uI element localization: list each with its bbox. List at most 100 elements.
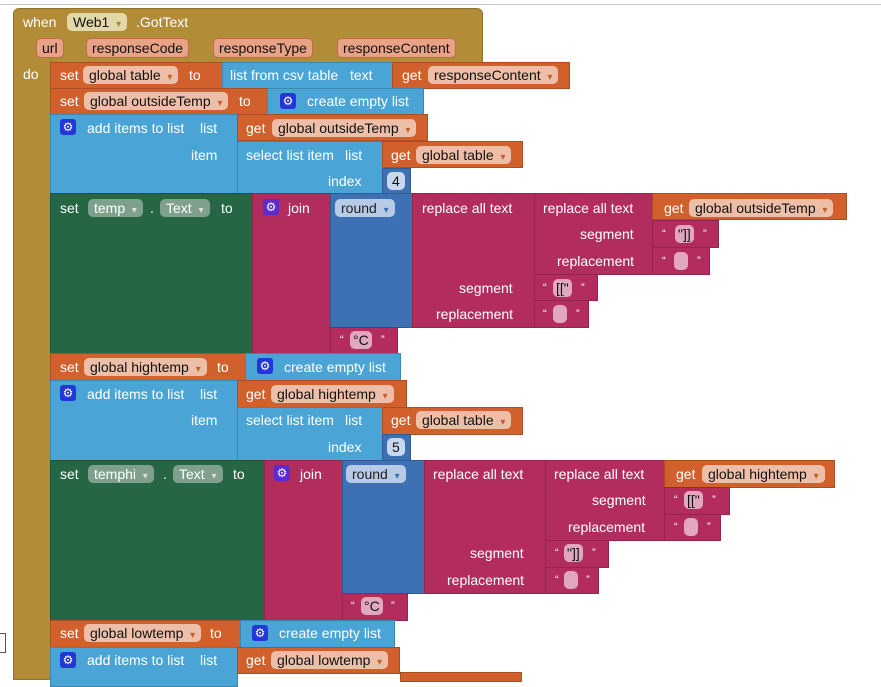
gear-icon[interactable]: ⚙ — [274, 465, 290, 481]
number-field[interactable]: 4 — [387, 172, 405, 190]
event-name: .GotText — [136, 14, 189, 30]
quote-open: “ — [543, 282, 547, 294]
quote-open: “ — [662, 228, 666, 240]
param-responsecontent[interactable]: responseContent — [337, 38, 456, 58]
text-field[interactable] — [684, 518, 698, 536]
to-label: to — [233, 466, 245, 482]
set-label: set — [60, 200, 79, 216]
quote-open: “ — [662, 255, 666, 267]
variable-dropdown[interactable]: global lowtemp — [84, 624, 202, 642]
get-label: get — [391, 412, 411, 428]
list-label: list — [200, 652, 218, 668]
to-label: to — [221, 200, 233, 216]
replace-all-label: replace all text — [433, 466, 524, 482]
add-items-to-list-block[interactable] — [50, 380, 238, 461]
quote-close: ” — [586, 574, 590, 586]
variable-dropdown[interactable]: global hightemp — [84, 358, 207, 376]
list-from-csv-label: list from csv table — [230, 67, 339, 83]
gear-icon[interactable]: ⚙ — [60, 119, 76, 135]
property-dropdown[interactable]: Text — [160, 199, 210, 217]
canvas-left-control[interactable] — [0, 633, 6, 653]
gear-icon[interactable]: ⚙ — [252, 625, 268, 641]
variable-dropdown[interactable]: global outsideTemp — [84, 92, 229, 110]
gear-icon[interactable]: ⚙ — [60, 385, 76, 401]
variable-dropdown[interactable]: global hightemp — [271, 385, 394, 403]
text-field[interactable] — [564, 571, 578, 589]
set-label: set — [60, 359, 79, 375]
list-label: list — [200, 386, 218, 402]
variable-dropdown[interactable]: global hightemp — [702, 465, 825, 483]
text-field[interactable]: "]] — [675, 225, 694, 243]
gear-icon[interactable]: ⚙ — [263, 199, 279, 215]
component-dropdown[interactable]: temp — [88, 199, 143, 217]
add-items-to-list-block[interactable] — [50, 114, 238, 194]
replacement-label: replacement — [568, 519, 646, 535]
index-label: index — [328, 173, 362, 189]
component-dropdown[interactable]: Web1 — [67, 13, 128, 31]
replace-all-text-block[interactable] — [412, 193, 536, 328]
gear-icon[interactable]: ⚙ — [60, 652, 76, 668]
variable-dropdown[interactable]: global table — [83, 66, 179, 84]
number-field[interactable]: 5 — [387, 438, 405, 456]
quote-open: “ — [543, 308, 547, 320]
text-field[interactable]: °C — [361, 597, 383, 615]
variable-dropdown[interactable]: responseContent — [428, 66, 559, 84]
do-label: do — [23, 66, 39, 82]
text-field[interactable]: [[" — [553, 279, 572, 297]
get-label: get — [676, 466, 696, 482]
segment-label: segment — [459, 280, 513, 296]
get-label: get — [246, 652, 266, 668]
math-op-dropdown[interactable]: round — [346, 465, 406, 483]
variable-dropdown[interactable]: global table — [416, 411, 512, 429]
get-label: get — [246, 120, 266, 136]
replacement-label: replacement — [447, 572, 525, 588]
join-block[interactable] — [252, 193, 332, 354]
math-op-dropdown[interactable]: round — [335, 199, 395, 217]
component-dropdown[interactable]: temphi — [88, 465, 154, 483]
list-label: list — [200, 120, 218, 136]
gear-icon[interactable]: ⚙ — [280, 93, 296, 109]
set-label: set — [60, 625, 79, 641]
gear-icon[interactable]: ⚙ — [257, 358, 273, 374]
replace-all-label: replace all text — [554, 466, 645, 482]
add-items-label: add items to list — [87, 386, 185, 402]
set-label: set — [60, 466, 79, 482]
property-dropdown[interactable]: Text — [173, 465, 223, 483]
get-label: get — [246, 386, 266, 402]
set-temp-text-block[interactable] — [50, 193, 254, 354]
variable-dropdown[interactable]: global lowtemp — [271, 651, 389, 669]
create-empty-list-label: create empty list — [284, 359, 386, 375]
item-label: item — [191, 412, 218, 428]
to-label: to — [239, 93, 251, 109]
to-label: to — [217, 359, 229, 375]
text-field[interactable] — [553, 305, 567, 323]
text-block[interactable] — [652, 247, 710, 275]
variable-dropdown[interactable]: global table — [416, 146, 512, 164]
set-label: set — [60, 93, 79, 109]
param-responsecode[interactable]: responseCode — [86, 38, 190, 58]
replace-all-text-inner-block[interactable] — [534, 193, 654, 275]
replacement-label: replacement — [557, 253, 635, 269]
param-url[interactable]: url — [36, 38, 64, 58]
text-field[interactable]: "]] — [564, 544, 583, 562]
set-temphi-text-block[interactable] — [50, 460, 266, 621]
join-block[interactable] — [264, 460, 344, 621]
text-label: text — [350, 67, 373, 83]
text-field[interactable] — [674, 252, 688, 270]
text-field[interactable]: [[" — [684, 491, 703, 509]
quote-close: ” — [381, 334, 385, 346]
quote-open: “ — [340, 334, 344, 346]
add-items-label: add items to list — [87, 120, 185, 136]
variable-dropdown[interactable]: global outsideTemp — [272, 119, 417, 137]
replace-all-text-inner-block[interactable] — [545, 460, 666, 541]
join-label: join — [300, 466, 322, 482]
text-field[interactable]: °C — [350, 331, 372, 349]
add-items-label: add items to list — [87, 652, 185, 668]
variable-dropdown[interactable]: global outsideTemp — [689, 199, 834, 217]
replace-all-text-block[interactable] — [424, 460, 547, 594]
get-label: get — [664, 200, 684, 216]
select-list-item-label: select list item — [246, 412, 334, 428]
select-list-item-block[interactable] — [237, 141, 383, 194]
param-responsetype[interactable]: responseType — [213, 38, 313, 58]
quote-close: ” — [592, 547, 596, 559]
